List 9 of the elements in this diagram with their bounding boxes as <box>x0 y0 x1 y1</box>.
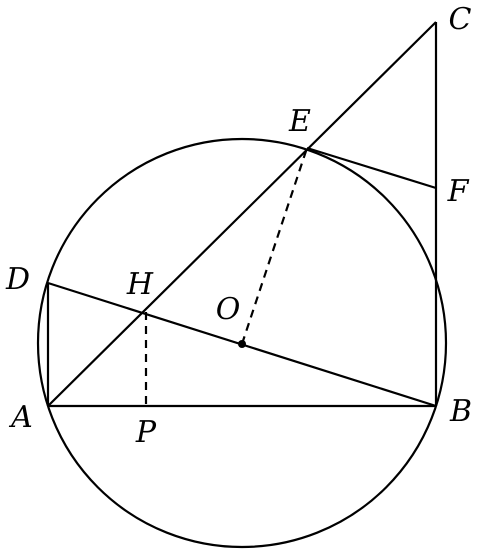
point-label: F <box>448 177 468 207</box>
point-label: A <box>11 403 33 433</box>
point-label: O <box>216 295 240 325</box>
point-label: E <box>289 107 311 137</box>
point-label: P <box>136 418 156 448</box>
point-label: D <box>6 265 30 295</box>
point-label: B <box>450 397 472 427</box>
point-label: C <box>448 5 472 35</box>
point-label: H <box>126 270 154 300</box>
